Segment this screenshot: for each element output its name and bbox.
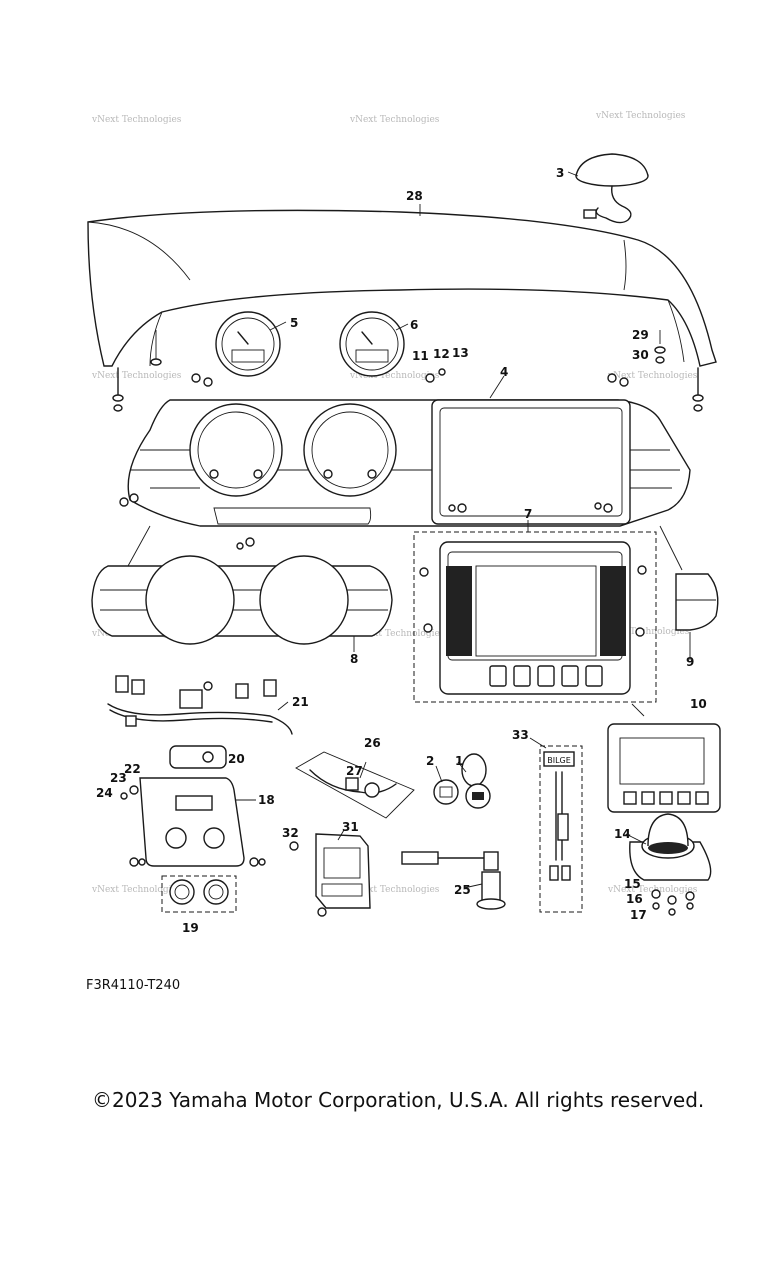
callout-1: 1 bbox=[455, 754, 463, 768]
part-5-gauge bbox=[215, 311, 281, 377]
part-26-ignition bbox=[295, 751, 415, 819]
callout-10: 10 bbox=[690, 697, 707, 711]
bilge-label: BILGE bbox=[547, 756, 571, 765]
part-28-top-cover bbox=[87, 209, 717, 367]
callout-13: 13 bbox=[452, 346, 469, 360]
callout-17: 17 bbox=[630, 908, 647, 922]
callout-6: 6 bbox=[410, 318, 418, 332]
copyright-notice: ©2023 Yamaha Motor Corporation, U.S.A. A… bbox=[92, 1088, 705, 1112]
callout-7: 7 bbox=[524, 507, 532, 521]
callout-28: 28 bbox=[406, 189, 423, 203]
watermark: vNext Technologies bbox=[354, 629, 445, 639]
callout-21: 21 bbox=[292, 695, 309, 709]
fasteners-upper bbox=[112, 346, 704, 412]
watermark: vNext Technologies bbox=[349, 885, 440, 895]
callout-19: 19 bbox=[182, 921, 199, 935]
part-31-module bbox=[289, 833, 371, 917]
callout-26: 26 bbox=[364, 736, 381, 750]
callout-14: 14 bbox=[614, 827, 631, 841]
part-14-joystick bbox=[629, 813, 712, 916]
part-3-antenna bbox=[575, 153, 649, 224]
callout-18: 18 bbox=[258, 793, 275, 807]
part-7-display bbox=[413, 531, 657, 703]
part-25-sender bbox=[401, 851, 506, 910]
watermark: vNext Technologies bbox=[349, 115, 440, 125]
part-18-switch-panel bbox=[120, 745, 266, 913]
watermark: vNext Technologies bbox=[607, 885, 698, 895]
callout-30: 30 bbox=[632, 348, 649, 362]
part-6-gauge bbox=[339, 311, 405, 377]
callout-4: 4 bbox=[500, 365, 508, 379]
part-33-bilge: BILGE bbox=[539, 745, 583, 913]
callout-8: 8 bbox=[350, 652, 358, 666]
callout-24: 24 bbox=[96, 786, 113, 800]
callout-2: 2 bbox=[426, 754, 434, 768]
watermark: vNext Technologies bbox=[91, 885, 182, 895]
watermark: vNext Technologies bbox=[595, 111, 686, 121]
callout-33: 33 bbox=[512, 728, 529, 742]
callout-3: 3 bbox=[556, 166, 564, 180]
callout-16: 16 bbox=[626, 892, 643, 906]
part-8-lower-bezel bbox=[91, 525, 393, 645]
callout-32: 32 bbox=[282, 826, 299, 840]
callout-25: 25 bbox=[454, 883, 471, 897]
part-2-outlet bbox=[433, 779, 459, 805]
part-10-small-display bbox=[607, 703, 721, 813]
watermark: vNext Technologies bbox=[349, 371, 440, 381]
part-9-side-piece bbox=[659, 525, 719, 631]
diagram-code: F3R4110-T240 bbox=[86, 978, 181, 993]
callout-31: 31 bbox=[342, 820, 359, 834]
callout-11: 11 bbox=[412, 349, 429, 363]
part-4-dash-panel bbox=[127, 399, 691, 527]
callout-5: 5 bbox=[290, 316, 298, 330]
callout-23: 23 bbox=[110, 771, 127, 785]
callout-27: 27 bbox=[346, 764, 363, 778]
part-1-usb-outlet bbox=[461, 753, 491, 809]
callouts: 3 28 5 6 29 30 11 12 13 4 7 8 9 21 10 26… bbox=[96, 166, 707, 935]
callout-15: 15 bbox=[624, 877, 641, 891]
callout-9: 9 bbox=[686, 655, 694, 669]
watermark: vNext Technologies bbox=[91, 115, 182, 125]
callout-22: 22 bbox=[124, 762, 141, 776]
part-21-harness bbox=[107, 675, 293, 735]
callout-12: 12 bbox=[433, 347, 450, 361]
leader-lines bbox=[236, 171, 691, 889]
fasteners-mid bbox=[119, 493, 613, 550]
watermark: vNext Technologies bbox=[607, 371, 698, 381]
callout-20: 20 bbox=[228, 752, 245, 766]
watermark: vNext Technologies bbox=[91, 371, 182, 381]
callout-29: 29 bbox=[632, 328, 649, 342]
